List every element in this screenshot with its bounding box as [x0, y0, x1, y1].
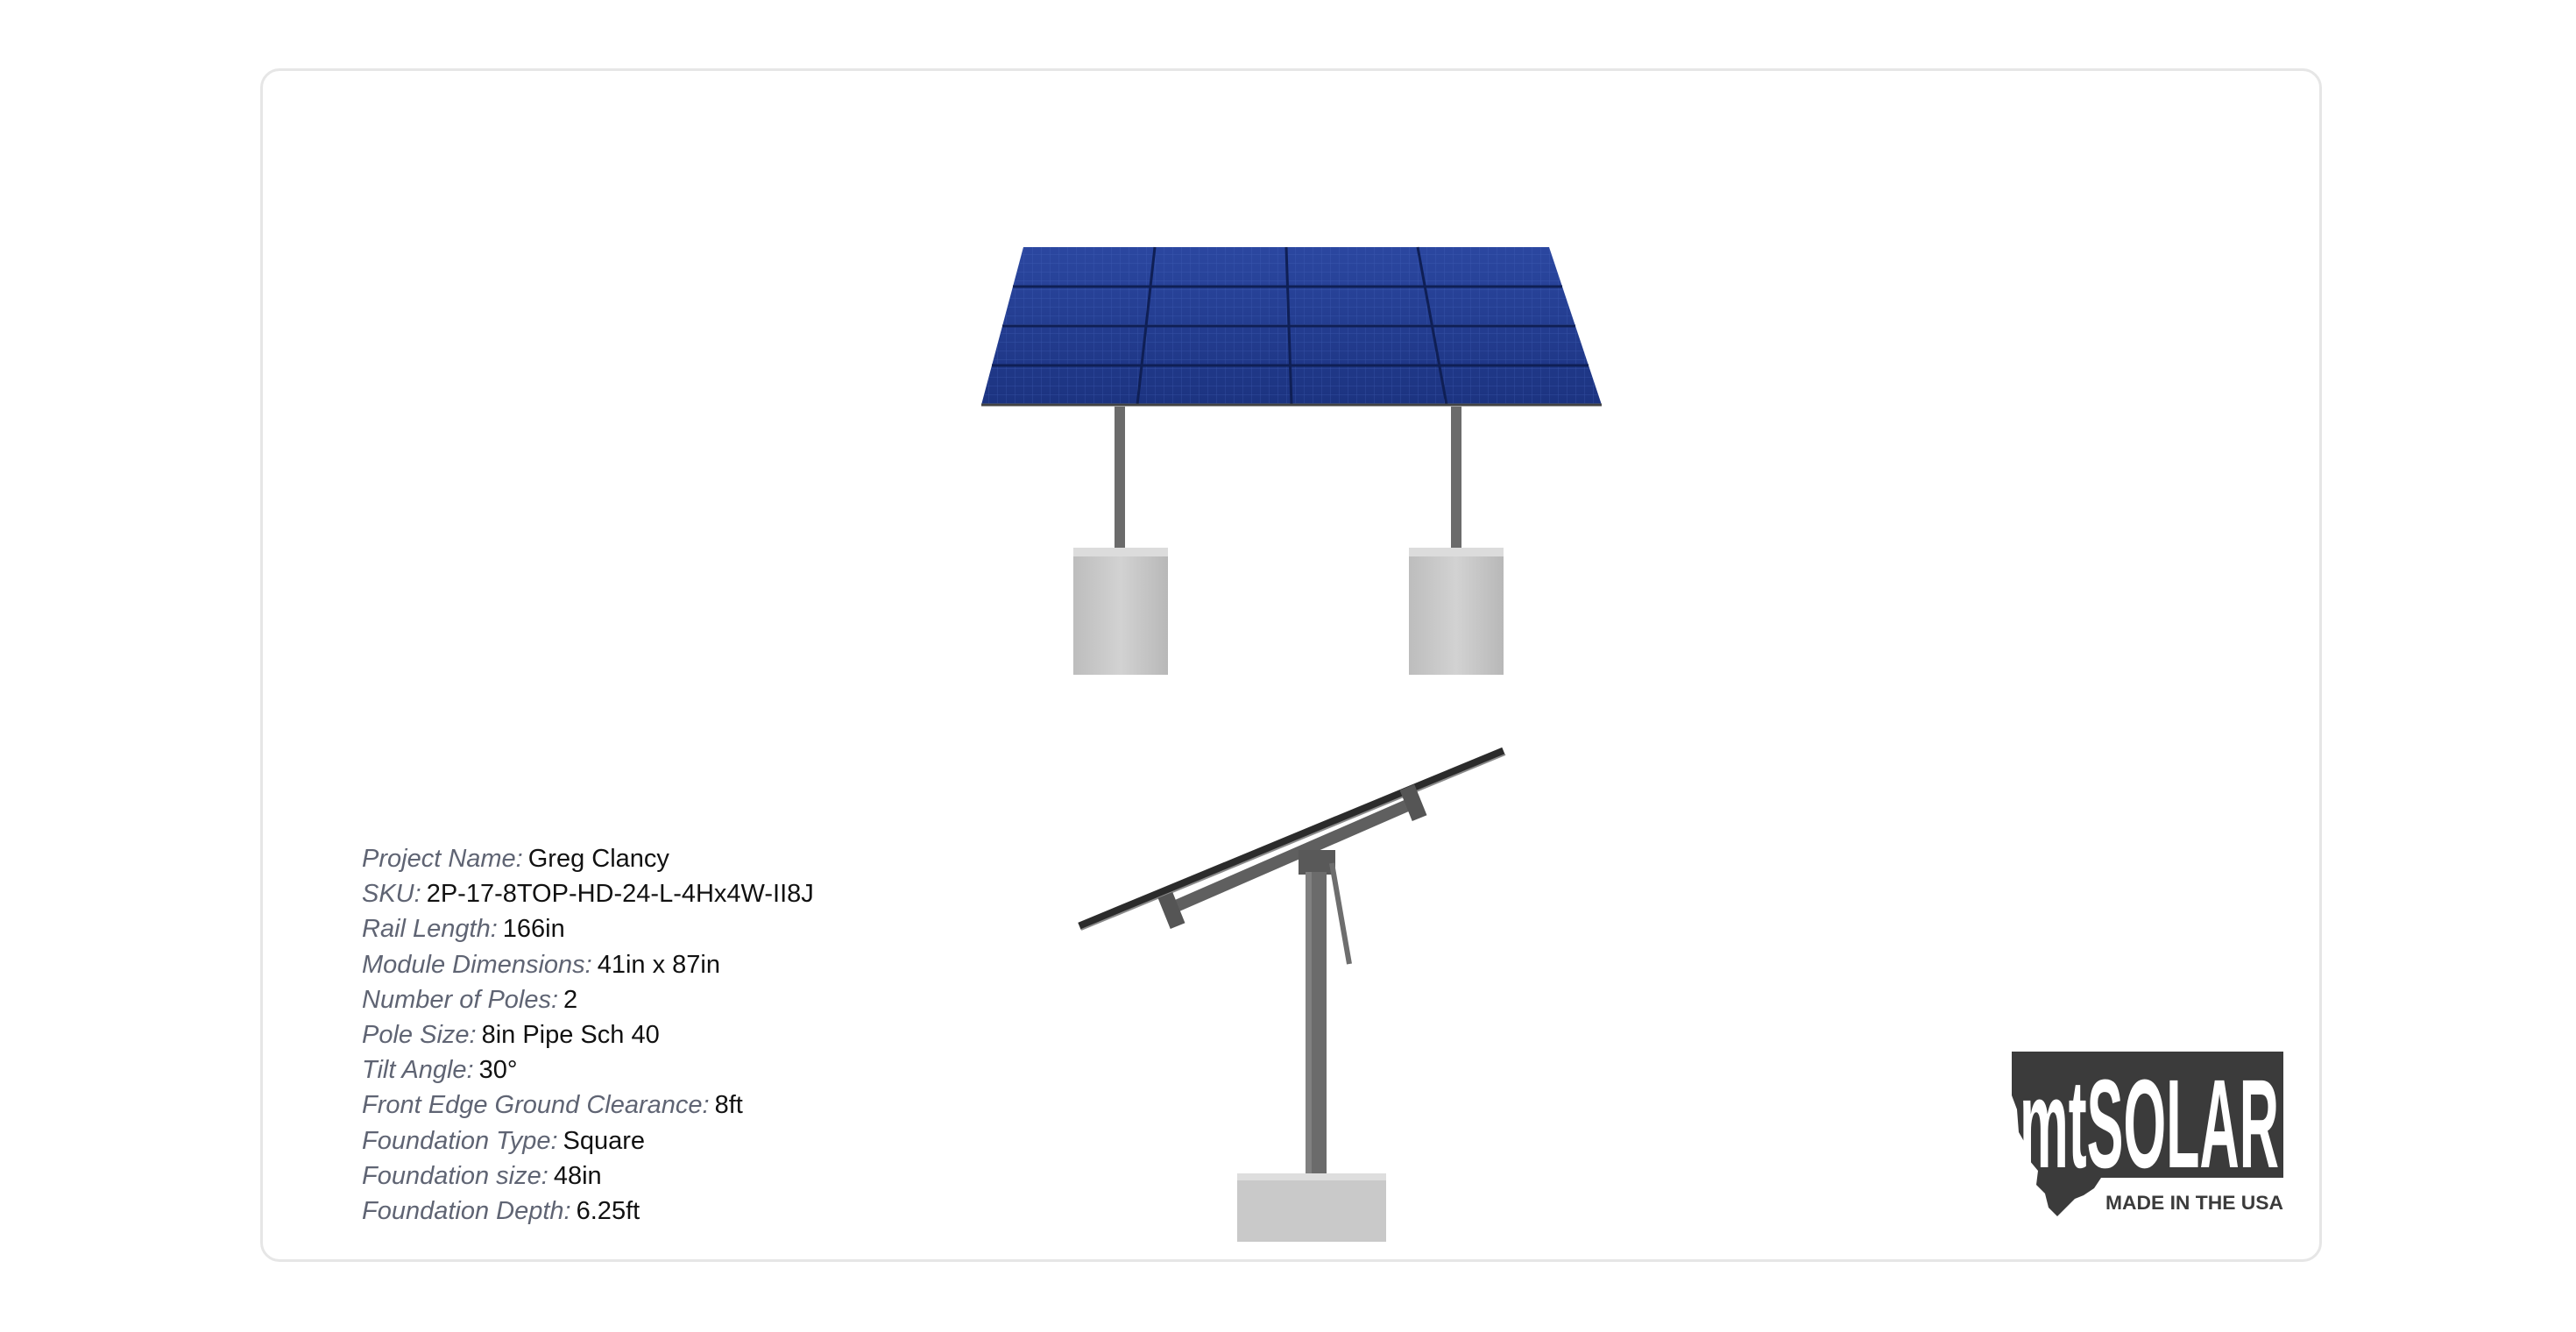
spec-label: Number of Poles:: [362, 985, 559, 1014]
spec-row: Foundation Depth:6.25ft: [362, 1194, 814, 1229]
right-pole: [1451, 407, 1461, 551]
spec-value: 2P-17-8TOP-HD-24-L-4Hx4W-II8J: [426, 880, 814, 909]
spec-value: 8in Pipe Sch 40: [481, 1021, 660, 1050]
spec-value: 30°: [478, 1056, 518, 1085]
spec-row: Module Dimensions:41in x 87in: [362, 947, 814, 982]
spec-row: Tilt Angle:30°: [362, 1052, 814, 1088]
spec-label: Front Edge Ground Clearance:: [362, 1091, 710, 1120]
spec-value: 48in: [553, 1161, 602, 1190]
spec-row: Number of Poles:2: [362, 982, 814, 1017]
spec-row: Pole Size:8in Pipe Sch 40: [362, 1017, 814, 1052]
spec-label: Rail Length:: [362, 915, 498, 944]
front-view-illustration: [981, 246, 1602, 675]
spec-row: Foundation size:48in: [362, 1158, 814, 1194]
spec-row: Foundation Type:Square: [362, 1123, 814, 1158]
left-foundation: [1073, 548, 1168, 675]
adjustment-strut: [1329, 862, 1352, 965]
side-view-illustration: [1078, 747, 1506, 1242]
spec-value: 8ft: [714, 1091, 743, 1120]
spec-value: 6.25ft: [576, 1197, 640, 1226]
spec-value: 166in: [502, 915, 565, 944]
spec-label: Project Name:: [362, 845, 523, 873]
spec-label: Foundation Depth:: [362, 1197, 571, 1226]
spec-value: 41in x 87in: [597, 950, 721, 979]
spec-label: Foundation Type:: [362, 1126, 558, 1155]
spec-value: Greg Clancy: [527, 845, 669, 873]
spec-label: Module Dimensions:: [362, 950, 592, 979]
spec-row: SKU:2P-17-8TOP-HD-24-L-4Hx4W-II8J: [362, 876, 814, 911]
cross-beam: [1171, 794, 1422, 913]
tilted-rail: [1078, 747, 1505, 931]
spec-label: Tilt Angle:: [362, 1056, 474, 1085]
spec-label: Foundation size:: [362, 1161, 548, 1190]
spec-label: Pole Size:: [362, 1021, 477, 1050]
spec-label: SKU:: [362, 880, 421, 909]
spec-row: Rail Length:166in: [362, 911, 814, 946]
spec-value: 2: [563, 985, 578, 1014]
montana-state-outline-icon: [2012, 1052, 2283, 1216]
right-foundation: [1409, 548, 1504, 675]
logo-tagline: MADE IN THE USA: [2105, 1192, 2283, 1214]
spec-row: Front Edge Ground Clearance:8ft: [362, 1088, 814, 1123]
side-foundation: [1237, 1173, 1386, 1242]
spec-value: Square: [563, 1126, 646, 1155]
logo-brand: mtSOLAR: [2020, 1053, 2279, 1194]
mtsolar-logo: mtSOLAR MADE IN THE USA: [2012, 1052, 2283, 1216]
spec-row: Project Name:Greg Clancy: [362, 841, 814, 876]
left-pole: [1115, 407, 1125, 551]
solar-panel-array: [981, 246, 1602, 407]
